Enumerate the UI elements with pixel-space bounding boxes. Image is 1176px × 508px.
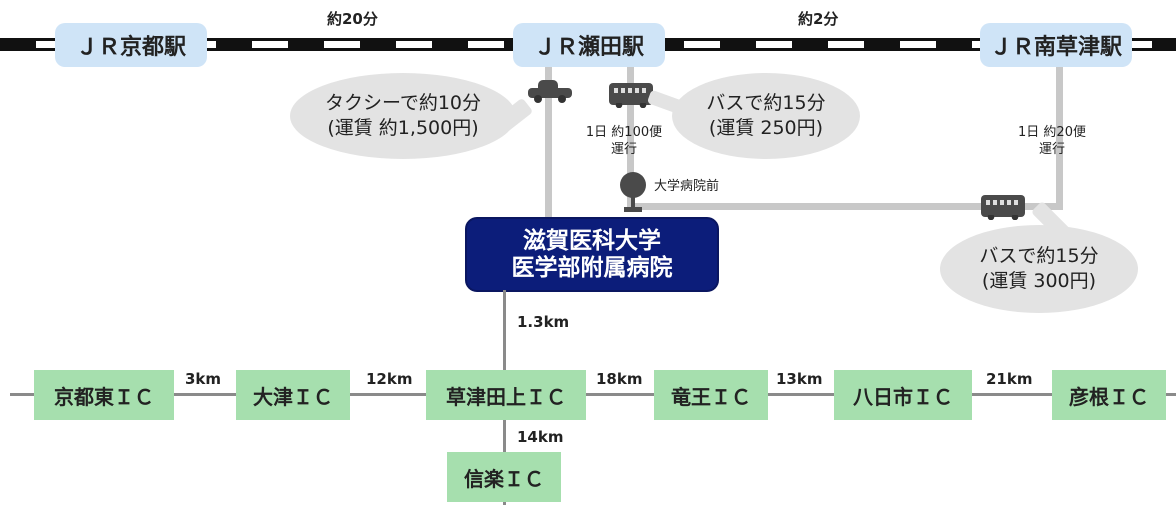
bus-stop-icon [620, 172, 646, 214]
ic-otsu: 大津ＩＣ [236, 370, 350, 420]
distance-otsu-kusatsu-tanakami: 12km [366, 370, 413, 388]
ic-label: 信楽ＩＣ [464, 466, 544, 491]
ic-kusatsu-tanakami: 草津田上ＩＣ [426, 370, 586, 420]
route-bus-seta-line [627, 67, 634, 209]
hospital-name-line2: 医学部附属病院 [511, 254, 673, 281]
station-jr-kyoto: ＪＲ京都駅 [55, 23, 207, 67]
rail-time-kyoto-seta: 約20分 [327, 10, 378, 28]
bus-minamikusatsu-time: バスで約15分 [979, 245, 1099, 267]
distance-ryuo-yokaichi: 13km [776, 370, 823, 388]
ic-label: 八日市ＩＣ [853, 384, 953, 409]
ic-label: 大津ＩＣ [253, 384, 333, 409]
distance-kusatsu-tanakami-shigaraki: 14km [517, 428, 564, 446]
hospital-to-ic-line [503, 290, 506, 370]
hospital-box: 滋賀医科大学 医学部附属病院 [465, 217, 719, 292]
distance-kusatsu-tanakami-ryuo: 18km [596, 370, 643, 388]
bus-frequency-line1: 1日 約100便 [585, 125, 663, 140]
route-taxi-line [545, 67, 552, 220]
route-bus-horizontal [627, 203, 1063, 210]
bus-frequency-line2: 運行 [1038, 142, 1065, 157]
distance-yokaichi-hikone: 21km [986, 370, 1033, 388]
bus-frequency-minamikusatsu: 1日 約20便 運行 [1010, 124, 1094, 158]
bus-seta-info-bubble: バスで約15分 (運賃 250円) [672, 73, 860, 159]
hospital-name-line1: 滋賀医科大学 [523, 227, 661, 254]
bus-frequency-line1: 1日 約20便 [1018, 125, 1086, 140]
ic-label: 草津田上ＩＣ [446, 384, 566, 409]
bus-frequency-seta: 1日 約100便 運行 [578, 124, 670, 158]
bus-seta-time: バスで約15分 [706, 92, 826, 114]
ic-kyoto-higashi: 京都東ＩＣ [34, 370, 174, 420]
bus-seta-fare: (運賃 250円) [708, 117, 824, 139]
distance-kyoto-higashi-otsu: 3km [185, 370, 222, 388]
station-label: ＪＲ京都駅 [75, 35, 186, 60]
bus-minamikusatsu-fare: (運賃 300円) [981, 270, 1097, 292]
ic-shigaraki: 信楽ＩＣ [447, 452, 561, 502]
bus-minamikusatsu-info-bubble: バスで約15分 (運賃 300円) [940, 225, 1138, 313]
highway-line [10, 393, 1176, 396]
taxi-time: タクシーで約10分 [324, 92, 482, 114]
ic-hikone: 彦根ＩＣ [1052, 370, 1166, 420]
bus-icon [609, 83, 653, 108]
taxi-icon [528, 80, 572, 103]
station-jr-seta: ＪＲ瀬田駅 [513, 23, 665, 67]
station-label: ＪＲ南草津駅 [989, 35, 1122, 60]
ic-label: 京都東ＩＣ [54, 384, 154, 409]
station-jr-minamikusatsu: ＪＲ南草津駅 [980, 23, 1132, 67]
taxi-info-bubble: タクシーで約10分 (運賃 約1,500円) [290, 73, 516, 159]
ic-label: 彦根ＩＣ [1069, 384, 1149, 409]
route-bus-minamikusatsu-vertical [1056, 67, 1063, 209]
hospital-ic-distance: 1.3km [517, 313, 570, 331]
bus-frequency-line2: 運行 [610, 142, 637, 157]
station-label: ＪＲ瀬田駅 [533, 35, 644, 60]
rail-time-seta-minamikusatsu: 約2分 [798, 10, 839, 28]
ic-label: 竜王ＩＣ [671, 384, 751, 409]
bus-icon [981, 195, 1025, 220]
taxi-fare: (運賃 約1,500円) [327, 117, 479, 139]
ic-ryuo: 竜王ＩＣ [654, 370, 768, 420]
ic-yokaichi: 八日市ＩＣ [834, 370, 972, 420]
bus-stop-label: 大学病院前 [654, 179, 720, 194]
